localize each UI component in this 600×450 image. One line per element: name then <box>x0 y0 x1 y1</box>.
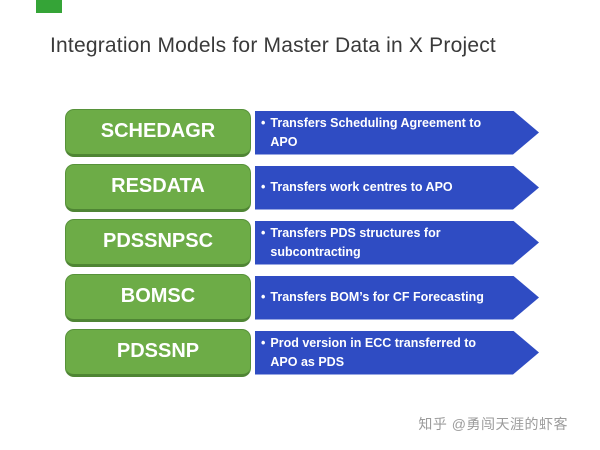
model-box: PDSSNPSC <box>65 218 251 267</box>
diagram-rows: SCHEDAGR • Transfers Scheduling Agreemen… <box>65 108 565 383</box>
arrow-description: Transfers work centres to APO <box>270 180 453 195</box>
bullet-icon: • <box>261 336 266 351</box>
corner-accent-bar <box>36 0 62 13</box>
arrow-shape: • Prod version in ECC transferred to APO… <box>255 331 539 375</box>
page-title: Integration Models for Master Data in X … <box>50 34 496 57</box>
arrow-text: • Transfers work centres to APO <box>261 178 453 196</box>
arrow-description: Transfers PDS structures for subcontract… <box>270 226 441 259</box>
model-box: SCHEDAGR <box>65 108 251 157</box>
model-box: RESDATA <box>65 163 251 212</box>
diagram-row: SCHEDAGR • Transfers Scheduling Agreemen… <box>65 108 565 157</box>
bullet-icon: • <box>261 226 266 241</box>
bullet-icon: • <box>261 180 266 195</box>
arrow-shape: • Transfers work centres to APO <box>255 166 539 210</box>
diagram-row: RESDATA • Transfers work centres to APO <box>65 163 565 212</box>
diagram-row: PDSSNP • Prod version in ECC transferred… <box>65 328 565 377</box>
diagram-row: PDSSNPSC • Transfers PDS structures for … <box>65 218 565 267</box>
arrow-shape: • Transfers PDS structures for subcontra… <box>255 221 539 265</box>
arrow-text: • Transfers BOM’s for CF Forecasting <box>261 288 484 306</box>
arrow-text: • Prod version in ECC transferred to APO… <box>261 334 505 370</box>
bullet-icon: • <box>261 116 266 131</box>
arrow-description: Transfers BOM’s for CF Forecasting <box>270 290 484 305</box>
arrow-shape: • Transfers BOM’s for CF Forecasting <box>255 276 539 320</box>
arrow-text: • Transfers Scheduling Agreement to APO <box>261 114 505 150</box>
model-box: PDSSNP <box>65 328 251 377</box>
watermark-text: 知乎 @勇闯天涯的虾客 <box>418 416 568 432</box>
arrow-shape: • Transfers Scheduling Agreement to APO <box>255 111 539 155</box>
model-box: BOMSC <box>65 273 251 322</box>
bullet-icon: • <box>261 290 266 305</box>
arrow-text: • Transfers PDS structures for subcontra… <box>261 224 505 260</box>
arrow-description: Prod version in ECC transferred to APO a… <box>270 336 476 369</box>
diagram-row: BOMSC • Transfers BOM’s for CF Forecasti… <box>65 273 565 322</box>
arrow-description: Transfers Scheduling Agreement to APO <box>270 116 482 149</box>
